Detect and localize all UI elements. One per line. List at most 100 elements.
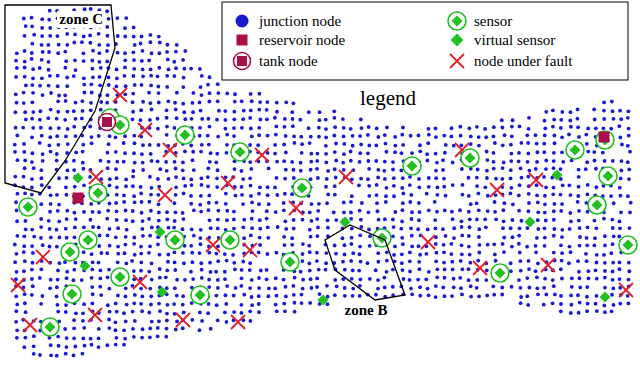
junction-dot — [324, 261, 328, 265]
junction-dot — [13, 243, 17, 247]
sensor-marker — [403, 157, 421, 175]
junction-dot — [392, 176, 396, 180]
junction-dot — [486, 209, 490, 213]
junction-dot — [273, 143, 277, 147]
junction-dot — [333, 150, 337, 154]
junction-dot — [80, 40, 84, 44]
junction-dot — [284, 285, 288, 289]
junction-dot — [132, 236, 136, 240]
junction-dot — [108, 310, 112, 314]
junction-dot — [493, 253, 497, 257]
junction-dot — [509, 159, 513, 163]
junction-dot — [326, 226, 330, 230]
junction-dot — [459, 143, 463, 147]
junction-dot — [192, 168, 196, 172]
junction-dot — [584, 167, 588, 171]
junction-dot — [233, 267, 237, 271]
junction-dot — [148, 335, 152, 339]
junction-dot — [367, 228, 371, 232]
junction-dot — [249, 127, 253, 131]
junction-dot — [460, 252, 464, 256]
junction-dot — [324, 268, 328, 272]
junction-dot — [190, 183, 194, 187]
virtual-sensor-marker — [600, 292, 611, 303]
junction-dot — [526, 175, 530, 179]
junction-dot — [40, 76, 44, 80]
junction-dot — [241, 202, 245, 206]
junction-dot — [291, 117, 295, 121]
junction-dot — [392, 194, 396, 198]
junction-dot — [535, 194, 539, 198]
junction-dot — [426, 227, 430, 231]
junction-dot — [551, 278, 555, 282]
junction-dot — [123, 35, 127, 39]
sensor-marker — [111, 268, 129, 286]
junction-dot — [90, 252, 94, 256]
junction-dot — [527, 116, 531, 120]
junction-dot — [326, 218, 330, 222]
junction-dot — [156, 334, 160, 338]
junction-dot — [108, 177, 112, 181]
junction-dot — [132, 301, 136, 305]
junction-dot — [207, 285, 211, 289]
legend-heading: legend — [357, 86, 419, 111]
junction-dot — [427, 293, 431, 297]
junction-dot — [156, 326, 160, 330]
junction-dot — [324, 161, 328, 165]
junction-dot — [333, 167, 337, 171]
junction-dot — [316, 234, 320, 238]
junction-dot — [444, 194, 448, 198]
junction-dot — [341, 260, 345, 264]
junction-dot — [527, 169, 531, 173]
junction-dot — [208, 160, 212, 164]
junction-dot — [116, 260, 120, 264]
junction-dot — [30, 293, 34, 297]
junction-dot — [225, 133, 229, 137]
junction-dot — [577, 311, 581, 315]
junction-dot — [307, 126, 311, 130]
junction-dot — [198, 126, 202, 130]
junction-dot — [157, 219, 161, 223]
junction-dot — [427, 270, 431, 274]
junction-dot — [131, 327, 135, 331]
junction-dot — [553, 293, 557, 297]
junction-dot — [248, 116, 252, 120]
junction-dot — [552, 209, 556, 213]
junction-dot — [335, 284, 339, 288]
sensor-marker — [491, 264, 509, 282]
junction-dot — [377, 218, 381, 222]
junction-dot — [174, 185, 178, 189]
junction-dot — [30, 51, 34, 55]
junction-dot — [182, 191, 186, 195]
junction-dot — [132, 242, 136, 246]
junction-dot — [74, 217, 78, 221]
junction-dot — [199, 85, 203, 89]
junction-dot — [367, 125, 371, 129]
junction-dot — [291, 124, 295, 128]
legend-text: junction node — [259, 13, 341, 30]
virtual-sensor-marker — [318, 295, 329, 306]
junction-dot — [139, 302, 143, 306]
junction-dot — [603, 286, 607, 290]
junction-dot — [552, 151, 556, 155]
junction-dot — [149, 294, 153, 298]
junction-dot — [148, 287, 152, 291]
junction-dot — [39, 267, 43, 271]
junction-dot — [458, 125, 462, 129]
junction-dot — [124, 209, 128, 213]
junction-dot — [552, 251, 556, 255]
junction-dot — [374, 159, 378, 163]
junction-dot — [494, 217, 498, 221]
junction-dot — [587, 276, 591, 280]
junction-dot — [115, 209, 119, 213]
junction-dot — [39, 202, 43, 206]
junction-dot — [595, 294, 599, 298]
junction-dot — [147, 217, 151, 221]
junction-dot — [460, 267, 464, 271]
junction-dot — [38, 84, 42, 88]
junction-dot — [517, 209, 521, 213]
junction-dot — [258, 185, 262, 189]
junction-dot — [15, 234, 19, 238]
junction-dot — [477, 235, 481, 239]
junction-dot — [477, 227, 481, 231]
